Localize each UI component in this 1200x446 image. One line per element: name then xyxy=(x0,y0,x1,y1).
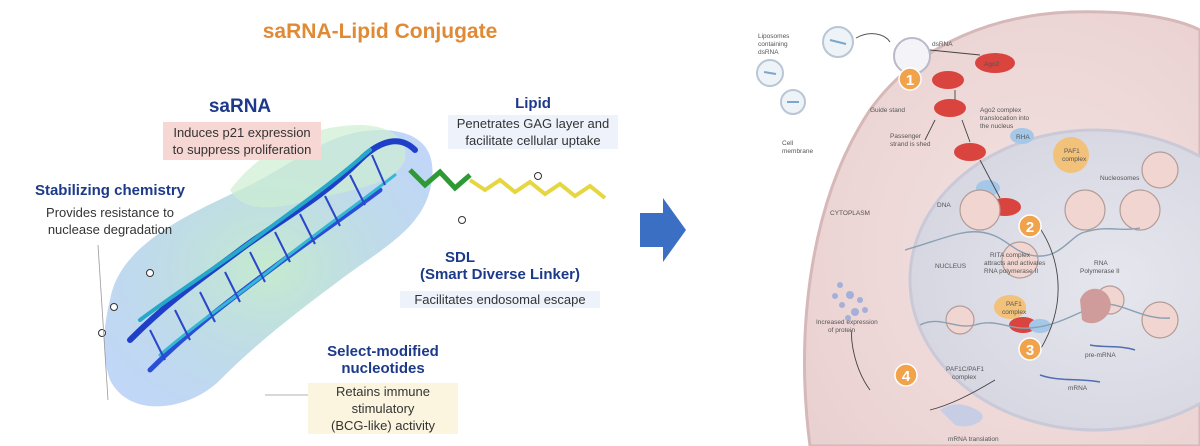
protein-cluster xyxy=(832,282,868,321)
lipid-chain xyxy=(408,168,607,200)
step-badge-4: 4 xyxy=(894,363,918,387)
rnaa-mechanism-diagram: 1 2 3 4 Liposomes containing dsRNA dsRNA… xyxy=(740,0,1200,446)
rita-label-1: RITA complex xyxy=(990,252,1031,259)
stabilizing-description: Provides resistance to nuclease degradat… xyxy=(20,204,200,238)
rita-label-3: RNA polymerase II xyxy=(984,268,1038,275)
pre-mrna-label: pre-mRNA xyxy=(1085,352,1116,359)
step-1-label: 1 xyxy=(906,72,914,89)
step-4-label: 4 xyxy=(902,368,911,385)
liposomes-label-2: containing xyxy=(758,41,788,48)
helix-strands xyxy=(127,138,418,373)
sarna-heading: saRNA xyxy=(208,96,272,117)
dna-label: DNA xyxy=(937,202,951,209)
sarna-lipid-molecule-illustration xyxy=(97,125,686,407)
nucleus-label: NUCLEUS xyxy=(935,263,967,270)
sarna-desc-line2: to suppress proliferation xyxy=(172,142,312,157)
dsrna-label: dsRNA xyxy=(932,41,953,48)
step-badge-3: 3 xyxy=(1018,337,1042,361)
cell-membrane-label-1: Cell xyxy=(782,140,794,147)
rita-label-2: attracts and activates xyxy=(984,260,1046,267)
step-badge-2: 2 xyxy=(1018,214,1042,238)
ago2-complex-label-2: translocation into xyxy=(980,115,1030,122)
ago2-proteins xyxy=(932,53,1037,333)
step-2-label: 2 xyxy=(1026,219,1034,236)
nucleosomes-label: Nucleosomes xyxy=(1100,175,1140,182)
step-3-label: 3 xyxy=(1026,342,1034,359)
right-arrow-shape xyxy=(640,198,686,262)
guide-strand-label: Guide stand xyxy=(870,107,905,114)
liposomes-label-1: Liposomes xyxy=(758,33,790,40)
translation-ribosomes xyxy=(940,404,983,427)
nucleotides-description: Retains immune stimulatory (BCG-like) ac… xyxy=(308,383,458,434)
mrna-label: mRNA xyxy=(1068,385,1088,392)
step-badge-1: 1 xyxy=(898,67,922,91)
liposomes-label-3: dsRNA xyxy=(758,49,779,56)
nucleotides-subheading: nucleotides xyxy=(341,360,425,377)
paf1-complex xyxy=(994,137,1089,319)
callout-markers xyxy=(98,172,542,337)
sdl-subheading: (Smart Diverse Linker) xyxy=(419,266,581,283)
sarna-annotation: saRNA Induces p21 expression to suppress… xyxy=(150,96,330,160)
rha-label: RHA xyxy=(1016,134,1030,141)
paf1c-label-2: complex xyxy=(952,374,977,381)
base-pairs xyxy=(149,154,386,361)
mrna-translation-label: mRNA translation xyxy=(948,436,999,443)
cell-membrane-label-2: membrane xyxy=(782,148,813,155)
paf1-complex-label-1: PAF1 xyxy=(1006,301,1022,308)
lipid-description: Penetrates GAG layer and facilitate cell… xyxy=(448,115,618,149)
molecular-surface-upper xyxy=(230,125,406,208)
dna-strands xyxy=(904,227,1171,329)
rna-polymerase xyxy=(1080,288,1111,324)
ago2-label: Ago2 xyxy=(984,61,1000,68)
uptake-arrow xyxy=(855,33,891,43)
mrna-strand xyxy=(1039,374,1101,383)
ago2-complex-label-3: the nucleus xyxy=(980,123,1014,130)
rna-pol-label-2: Polymerase II xyxy=(1080,268,1120,275)
ago2-complex-label-1: Ago2 complex xyxy=(980,107,1022,114)
pre-mrna-strand xyxy=(1089,344,1136,351)
paf1-label-2: complex xyxy=(1062,156,1087,163)
cytoplasm-label: CYTOPLASM xyxy=(830,210,870,217)
passenger-label-1: Passenger xyxy=(890,133,922,140)
lipid-desc-line2: facilitate cellular uptake xyxy=(465,133,601,148)
diagram-title: saRNA-Lipid Conjugate xyxy=(262,20,498,43)
passenger-label-2: strand is shed xyxy=(890,141,931,148)
paf1c-label-1: PAF1C/PAF1 xyxy=(946,366,984,373)
lipid-desc-line1: Penetrates GAG layer and xyxy=(456,116,610,131)
paf1-complex-label-2: complex xyxy=(1002,309,1027,316)
nucleotides-annotation: Select-modified nucleotides Retains immu… xyxy=(308,343,458,434)
sdl-heading: SDL xyxy=(445,249,475,266)
sarna-description: Induces p21 expression to suppress proli… xyxy=(163,122,321,160)
sdl-annotation: SDL (Smart Diverse Linker) Facilitates e… xyxy=(400,249,600,308)
stabilizing-desc-line1: Provides resistance to xyxy=(46,205,174,220)
rna-pol-label-1: RNA xyxy=(1094,260,1108,267)
stabilizing-heading: Stabilizing chemistry xyxy=(34,182,186,199)
nucleotides-heading: Select-modified xyxy=(327,343,439,360)
stabilizing-annotation: Stabilizing chemistry Provides resistanc… xyxy=(20,182,200,238)
lipid-annotation: Lipid Penetrates GAG layer and facilitat… xyxy=(448,95,618,149)
lipid-heading: Lipid xyxy=(515,95,551,112)
sarna-desc-line1: Induces p21 expression xyxy=(173,125,311,140)
increased-label-1: Increased expression xyxy=(816,319,878,326)
paf1-label-1: PAF1 xyxy=(1064,148,1080,155)
increased-label-2: of protein xyxy=(828,327,855,334)
sdl-description: Facilitates endosomal escape xyxy=(400,291,600,308)
nucleotides-desc-line1: Retains immune stimulatory xyxy=(336,384,430,416)
stabilizing-desc-line2: nuclease degradation xyxy=(47,222,173,237)
nucleotides-desc-line2: (BCG-like) activity xyxy=(330,418,435,433)
